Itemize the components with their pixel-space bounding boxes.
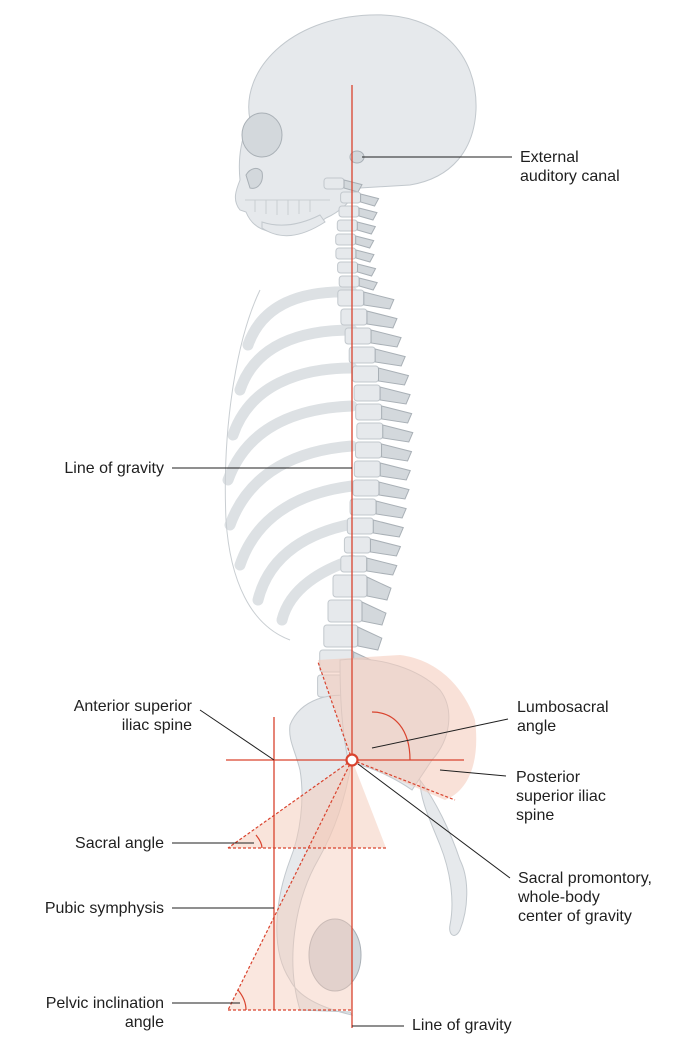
spinous-process xyxy=(376,501,406,518)
label-sacral-angle: Sacral angle xyxy=(20,834,164,853)
spinous-process xyxy=(358,627,382,650)
spinous-process xyxy=(382,444,412,461)
vertebra-body xyxy=(357,423,383,439)
vertebra-body xyxy=(344,537,370,553)
vertebra-body xyxy=(333,575,367,597)
label-pelvic-inclination-angle: Pelvic inclination angle xyxy=(10,994,164,1032)
vertebra-body xyxy=(356,404,382,420)
vertebra-body xyxy=(339,206,359,217)
spinous-process xyxy=(367,577,391,600)
vertebra-body xyxy=(337,220,357,231)
vertebra-body xyxy=(345,328,371,344)
vertebra-body xyxy=(353,480,379,496)
spinous-process xyxy=(379,482,409,499)
vertebra-body xyxy=(350,499,376,515)
spinous-process xyxy=(382,406,412,423)
vertebra-body xyxy=(353,366,379,382)
spinous-process xyxy=(383,425,413,442)
label-sacral-promontory: Sacral promontory, whole-body center of … xyxy=(518,869,652,926)
spinous-process xyxy=(380,387,410,404)
spinous-process xyxy=(361,194,379,206)
vertebra-body xyxy=(354,461,380,477)
vertebra-body xyxy=(339,276,359,287)
vertebra-body xyxy=(341,192,361,203)
vertebra-body xyxy=(356,442,382,458)
spinous-process xyxy=(375,349,405,366)
label-pubic-symphysis: Pubic symphysis xyxy=(10,899,164,918)
vertebra-body xyxy=(354,385,380,401)
vertebra-body xyxy=(341,309,367,325)
vertebra-body xyxy=(324,625,358,647)
spinous-process xyxy=(379,368,409,385)
spinous-process xyxy=(367,311,397,328)
label-anterior-superior-iliac-spine: Anterior superior iliac spine xyxy=(10,697,192,735)
label-lumbosacral-angle: Lumbosacral angle xyxy=(517,698,609,736)
label-external-auditory-canal: External auditory canal xyxy=(520,148,620,186)
spinous-process xyxy=(367,558,397,575)
spinous-process xyxy=(356,250,374,262)
vertebra-body xyxy=(324,178,344,189)
vertebra-body xyxy=(349,347,375,363)
spinous-process xyxy=(373,520,403,537)
spinous-process xyxy=(356,236,374,248)
vertebra-body xyxy=(347,518,373,534)
spinous-process xyxy=(380,463,410,480)
spinous-process xyxy=(364,292,394,309)
center-of-gravity-marker xyxy=(347,755,358,766)
spinous-process xyxy=(359,278,377,290)
vertebra-body xyxy=(338,262,358,273)
spinous-process xyxy=(359,208,377,220)
spinous-process xyxy=(370,539,400,556)
spinous-process xyxy=(362,602,386,625)
vertebra-body xyxy=(338,290,364,306)
label-posterior-superior-iliac-spine: Posterior superior iliac spine xyxy=(516,768,606,825)
vertebra-body xyxy=(336,248,356,259)
spinous-process xyxy=(358,264,376,276)
vertebra-body xyxy=(341,556,367,572)
vertebral-column xyxy=(318,178,413,700)
vertebra-body xyxy=(336,234,356,245)
label-line-of-gravity-bottom: Line of gravity xyxy=(412,1016,512,1035)
spinous-process xyxy=(371,330,401,347)
label-line-of-gravity-mid: Line of gravity xyxy=(20,459,164,478)
vertebra-body xyxy=(328,600,362,622)
spinous-process xyxy=(357,222,375,234)
